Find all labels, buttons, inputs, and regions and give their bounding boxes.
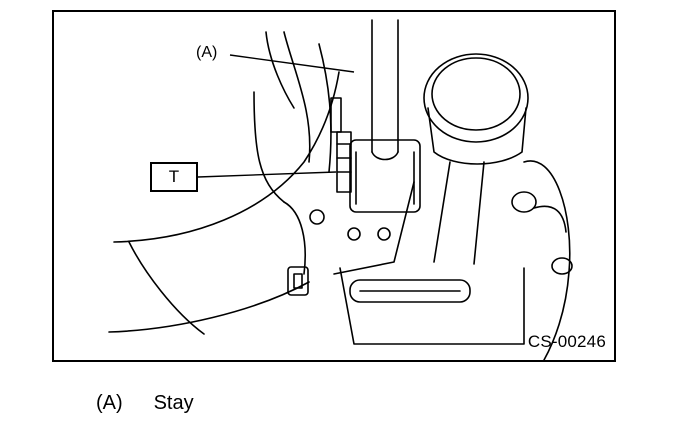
legend-tag: (A) [96, 392, 123, 414]
leader-line-t [197, 171, 337, 178]
figure-frame: (A) T CS-00246 [52, 10, 616, 362]
legend-text: Stay [153, 392, 194, 414]
callout-t-box: T [150, 162, 198, 192]
callout-a-label: (A) [196, 44, 218, 61]
callout-t-label: T [168, 167, 180, 186]
figure-id: CS-00246 [527, 332, 606, 351]
mechanical-illustration [108, 19, 573, 360]
legend-row: (A) Stay [96, 392, 194, 415]
leader-line-a [229, 54, 355, 73]
